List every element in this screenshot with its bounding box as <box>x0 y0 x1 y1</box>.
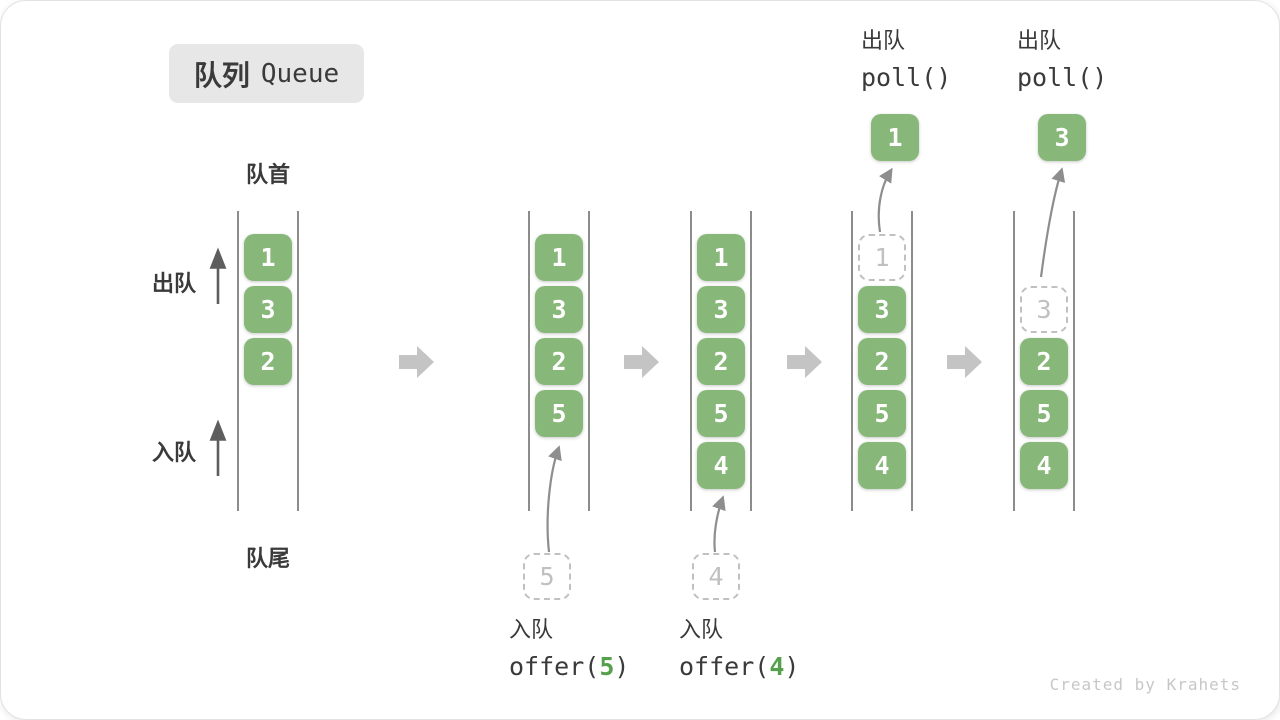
queue-cell: 2 <box>535 338 583 385</box>
operation-code: poll() <box>861 63 952 92</box>
title-badge: 队列 Queue <box>169 44 364 103</box>
queue-cell-removed: 3 <box>1020 286 1068 333</box>
queue-cell: 2 <box>244 338 292 385</box>
queue-cell: 1 <box>535 234 583 281</box>
code-argument: 5 <box>599 652 615 681</box>
operation-label: 入队 <box>679 617 724 642</box>
queue-cell: 5 <box>697 390 745 437</box>
watermark: Created by Krahets <box>1049 675 1241 694</box>
queue-cell: 2 <box>1020 338 1068 385</box>
operation-label: 出队 <box>1017 28 1062 53</box>
operation-code: poll() <box>1017 63 1108 92</box>
operation-offer-4: 入队 offer(4) <box>679 615 799 682</box>
queue-cell: 1 <box>697 234 745 281</box>
polled-result-cell: 3 <box>1038 114 1086 161</box>
queue-front-label: 队首 <box>245 162 290 187</box>
queue-cell: 4 <box>697 442 745 489</box>
title-english: Queue <box>260 58 340 89</box>
operation-poll-2: 出队 poll() <box>1017 26 1107 93</box>
operation-code: offer(4) <box>679 652 800 681</box>
queue-cell: 3 <box>697 286 745 333</box>
queue-cell: 1 <box>244 234 292 281</box>
code-argument: 4 <box>769 652 785 681</box>
operation-label: 入队 <box>509 617 554 642</box>
queue-cell: 2 <box>858 338 906 385</box>
queue-cell: 3 <box>244 286 292 333</box>
queue-cell: 2 <box>697 338 745 385</box>
pending-enqueue-cell: 4 <box>692 553 740 600</box>
queue-rear-label: 队尾 <box>245 546 290 571</box>
operation-poll-1: 出队 poll() <box>861 26 951 93</box>
operation-code: offer(5) <box>509 652 630 681</box>
enqueue-label: 入队 <box>152 440 197 465</box>
queue-cell: 5 <box>1020 390 1068 437</box>
queue-cell: 5 <box>535 390 583 437</box>
title-chinese: 队列 <box>193 59 250 91</box>
operation-label: 出队 <box>861 28 906 53</box>
queue-cell: 3 <box>858 286 906 333</box>
queue-cell-removed: 1 <box>858 234 906 281</box>
queue-cell: 5 <box>858 390 906 437</box>
queue-cell: 4 <box>858 442 906 489</box>
queue-cell: 3 <box>535 286 583 333</box>
polled-result-cell: 1 <box>871 114 919 161</box>
queue-cell: 4 <box>1020 442 1068 489</box>
dequeue-label: 出队 <box>152 271 197 296</box>
operation-offer-5: 入队 offer(5) <box>509 615 629 682</box>
pending-enqueue-cell: 5 <box>523 553 571 600</box>
